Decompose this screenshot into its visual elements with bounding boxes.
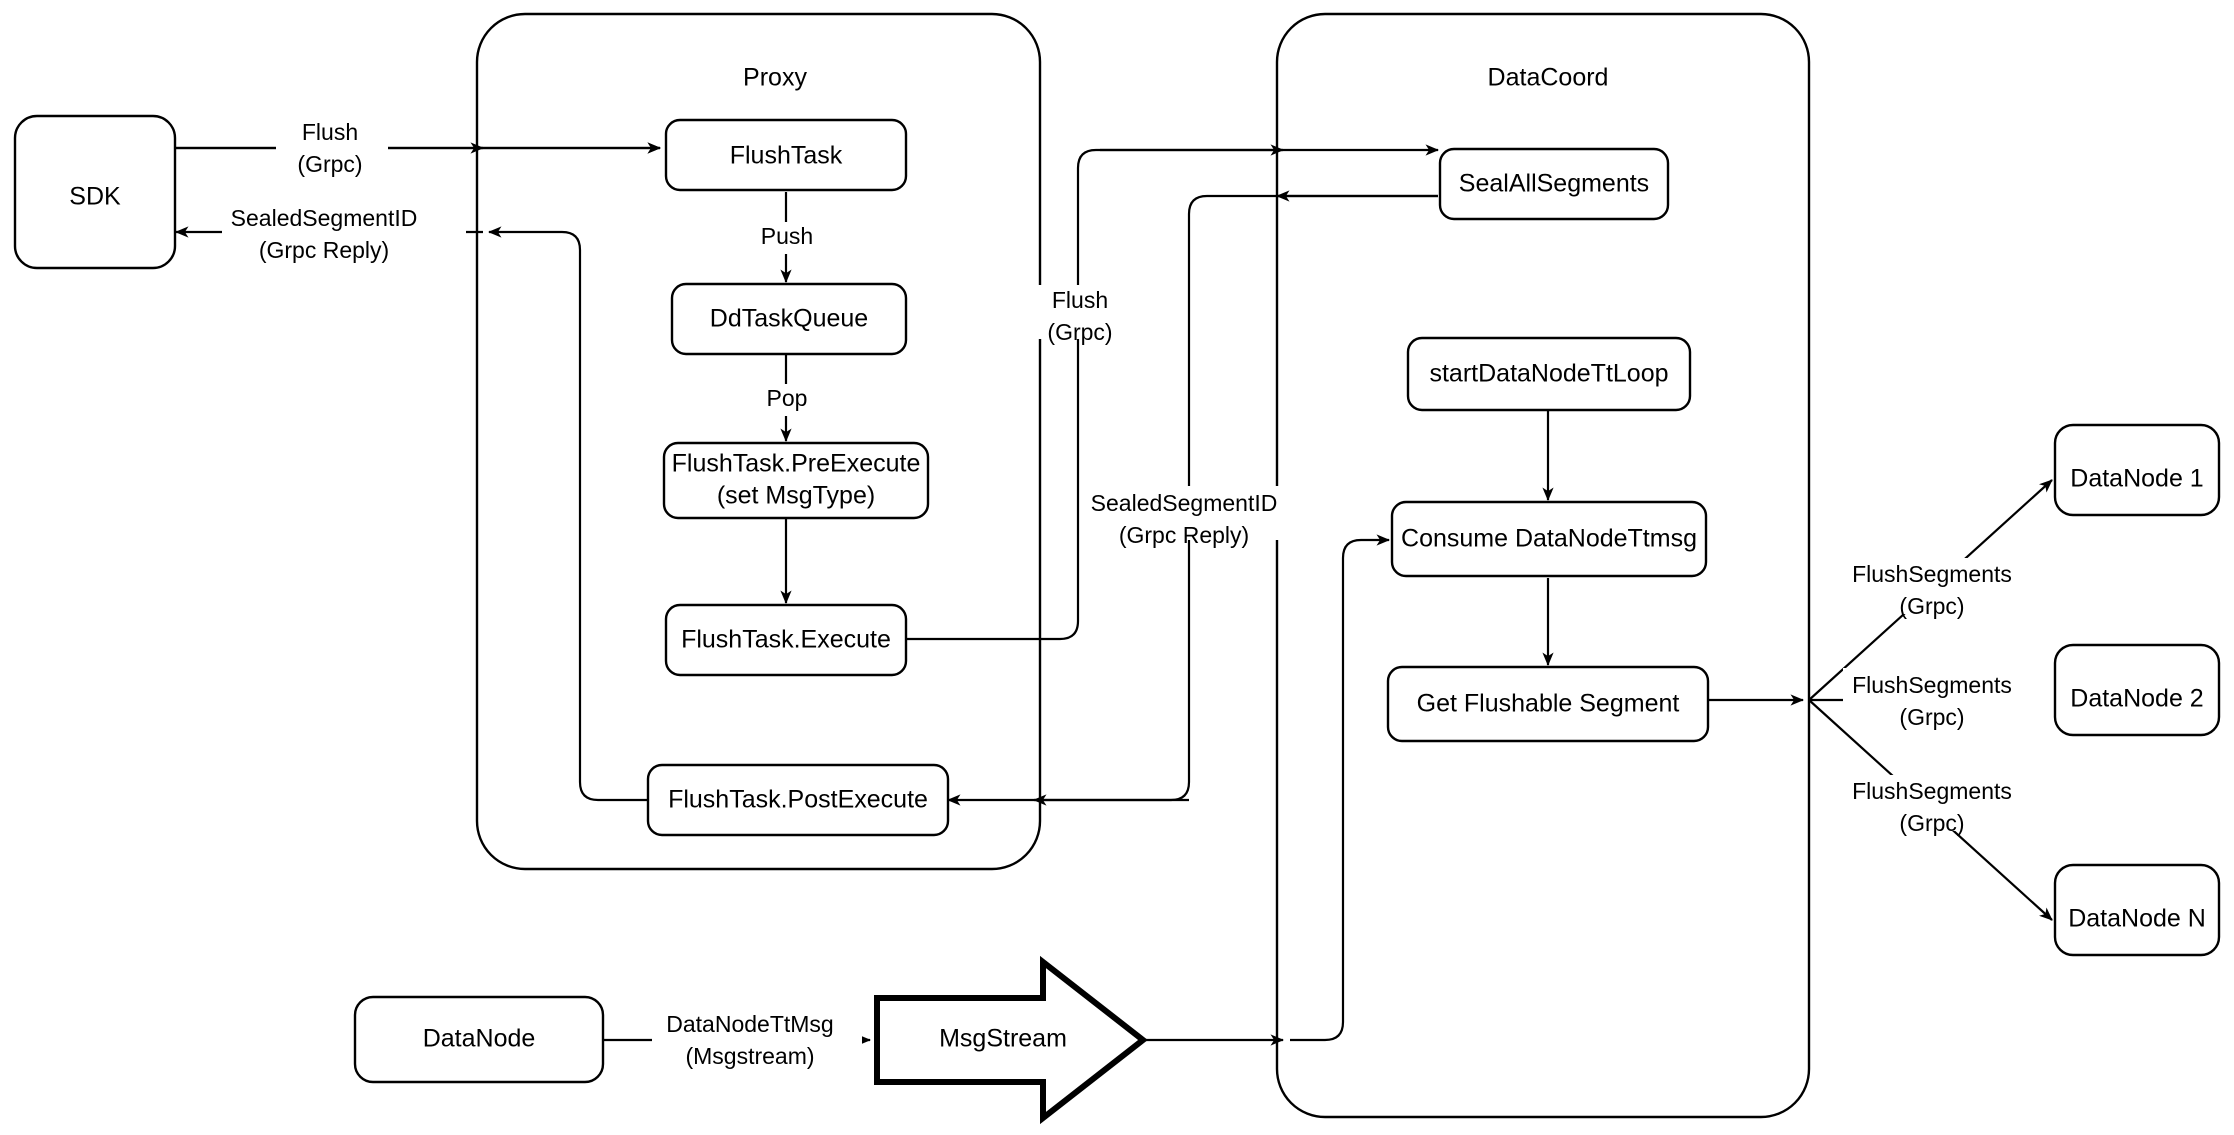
node-flushtask-execute[interactable] xyxy=(664,603,908,677)
node-ddtaskqueue-label: DdTaskQueue xyxy=(710,305,868,333)
group-proxy-label: Proxy xyxy=(743,64,807,92)
edge-label-proxy-to-datacoord-line1: Flush xyxy=(1052,287,1108,313)
node-flushtask-preexecute[interactable] xyxy=(662,441,930,520)
edge-label-datacoord-to-proxy-line2: (Grpc Reply) xyxy=(1119,522,1249,548)
edge-label-datanode-to-msgstream: DataNodeTtMsg (Msgstream) xyxy=(652,1011,862,1069)
node-ddtaskqueue[interactable] xyxy=(670,282,908,356)
edge-datacoord-to-consume xyxy=(1290,534,1390,1042)
edge-label-datacoord-to-proxy-line1: SealedSegmentID xyxy=(1091,490,1278,516)
edge-label-sdk-to-proxy: Flush (Grpc) xyxy=(276,119,388,177)
node-sdk-label: SDK xyxy=(69,183,121,211)
edge-label-proxy-to-datacoord: Flush (Grpc) xyxy=(1022,285,1134,345)
node-datanode-source-label: DataNode xyxy=(423,1025,536,1053)
edge-label-sdk-to-proxy-line1: Flush xyxy=(302,119,358,145)
group-datacoord xyxy=(1275,12,1811,1119)
node-sealallsegments[interactable] xyxy=(1438,147,1670,221)
node-flushtask-preexecute-label-line1: FlushTask.PreExecute xyxy=(672,450,921,478)
edge-label-flush-datanodeN-line2: (Grpc) xyxy=(1899,810,1964,836)
node-get-flushable-segment[interactable] xyxy=(1386,665,1710,743)
node-datanode-n[interactable] xyxy=(2053,863,2221,957)
edge-label-flush-datanode2: FlushSegments (Grpc) xyxy=(1843,668,2053,730)
node-consume-datanodettmsg[interactable] xyxy=(1390,500,1708,578)
edge-label-flush-datanode1: FlushSegments (Grpc) xyxy=(1843,558,2053,619)
group-proxy xyxy=(475,12,1042,871)
node-flushtask-preexecute-label-line2: (set MsgType) xyxy=(717,482,875,510)
edge-label-flushtask-push: Push xyxy=(748,222,826,254)
node-msgstream[interactable] xyxy=(874,955,1148,1125)
node-sdk[interactable] xyxy=(13,114,177,270)
edge-postexecute-to-sdk xyxy=(488,226,650,802)
edge-label-proxy-to-sdk: SealedSegmentID (Grpc Reply) xyxy=(222,205,466,263)
edge-label-proxy-to-sdk-line2: (Grpc Reply) xyxy=(259,237,389,263)
edge-label-ddtaskqueue-pop: Pop xyxy=(752,384,822,416)
node-flushtask-postexecute-label: FlushTask.PostExecute xyxy=(668,786,928,814)
edge-label-ddtaskqueue-pop-text: Pop xyxy=(767,385,808,411)
node-flushtask[interactable] xyxy=(664,118,908,192)
edge-label-flush-datanode2-line1: FlushSegments xyxy=(1852,672,2012,698)
node-startdatanodettloop[interactable] xyxy=(1406,336,1692,412)
edge-execute-to-sealallsegments xyxy=(906,144,1439,641)
node-sealallsegments-label: SealAllSegments xyxy=(1459,170,1649,198)
edge-label-datacoord-to-proxy: SealedSegmentID (Grpc Reply) xyxy=(1082,486,1322,548)
edge-label-flush-datanode1-line1: FlushSegments xyxy=(1852,561,2012,587)
node-flushtask-postexecute[interactable] xyxy=(646,763,950,837)
edge-label-flush-datanodeN-line1: FlushSegments xyxy=(1852,778,2012,804)
node-flushtask-label: FlushTask xyxy=(730,142,843,170)
edge-label-datanode-to-msgstream-line1: DataNodeTtMsg xyxy=(666,1011,833,1037)
node-datanode-1-label: DataNode 1 xyxy=(2070,465,2203,493)
node-datanode-n-label: DataNode N xyxy=(2068,905,2206,933)
edge-label-flush-datanode1-line2: (Grpc) xyxy=(1899,593,1964,619)
edge-label-flush-datanodeN: FlushSegments (Grpc) xyxy=(1843,775,2053,836)
edge-label-flush-datanode2-line2: (Grpc) xyxy=(1899,704,1964,730)
node-datanode-source[interactable] xyxy=(353,995,605,1084)
node-flushtask-execute-label: FlushTask.Execute xyxy=(681,626,891,654)
edge-label-proxy-to-sdk-line1: SealedSegmentID xyxy=(231,205,418,231)
edge-label-proxy-to-datacoord-line2: (Grpc) xyxy=(1047,319,1112,345)
edge-label-datanode-to-msgstream-line2: (Msgstream) xyxy=(685,1043,814,1069)
edge-label-flushtask-push-text: Push xyxy=(761,223,813,249)
node-datanode-2-label: DataNode 2 xyxy=(2070,685,2203,713)
edge-label-sdk-to-proxy-line2: (Grpc) xyxy=(297,151,362,177)
node-msgstream-label: MsgStream xyxy=(939,1025,1067,1053)
node-datanode-2[interactable] xyxy=(2053,643,2221,737)
node-consume-datanodettmsg-label: Consume DataNodeTtmsg xyxy=(1401,525,1697,553)
node-startdatanodettloop-label: startDataNodeTtLoop xyxy=(1429,360,1668,388)
group-datacoord-label: DataCoord xyxy=(1488,64,1609,92)
node-datanode-1[interactable] xyxy=(2053,423,2221,517)
node-get-flushable-segment-label: Get Flushable Segment xyxy=(1417,690,1680,718)
